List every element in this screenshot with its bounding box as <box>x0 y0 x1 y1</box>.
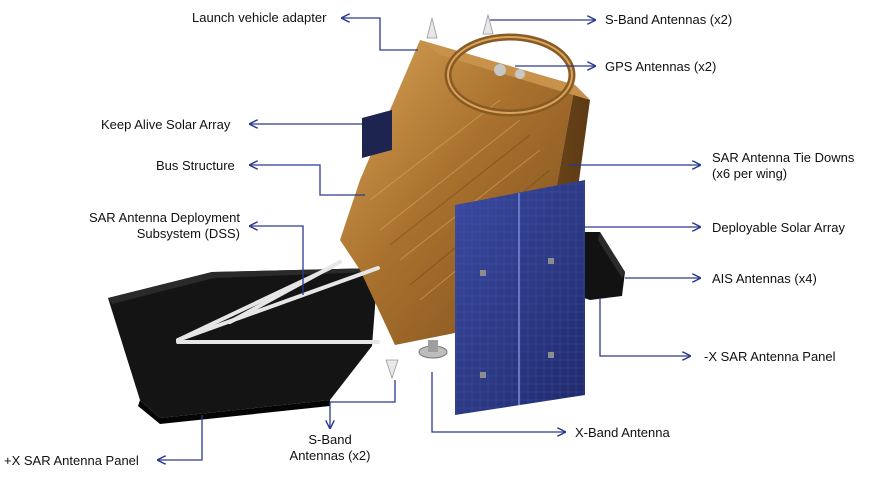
label-s-band-top: S-Band Antennas (x2) <box>605 12 733 27</box>
label-sar-dss-line2: Subsystem (DSS) <box>136 226 240 241</box>
gps-antenna-icons <box>494 64 525 79</box>
label-sar-tie-downs-line1: SAR Antenna Tie Downs <box>712 150 855 165</box>
leader-sar-dss <box>250 226 304 295</box>
leader-x-band-antenna <box>431 372 565 432</box>
label-bus-structure: Bus Structure <box>156 158 235 173</box>
plus-x-sar-antenna-panel <box>108 268 378 424</box>
label-sar-tie-downs-line2: (x6 per wing) <box>712 166 788 181</box>
label-launch-vehicle-adapter: Launch vehicle adapter <box>192 10 327 25</box>
sar-antenna-deployment-subsystem <box>176 260 380 344</box>
x-band-antenna <box>418 340 448 359</box>
label-gps-antennas: GPS Antennas (x2) <box>605 59 717 74</box>
s-band-antenna-bottom-icon <box>385 359 399 380</box>
label-minus-x-sar-panel: -X SAR Antenna Panel <box>704 349 836 364</box>
leader-lines <box>158 18 700 460</box>
keep-alive-solar-array <box>362 110 392 158</box>
label-ais-antennas: AIS Antennas (x4) <box>712 271 817 286</box>
s-band-antenna-top-icons <box>426 13 494 39</box>
deployable-solar-array <box>455 180 585 415</box>
label-s-band-bottom-line2: Antennas (x2) <box>289 448 371 463</box>
label-s-band-bottom: S-Band Antennas (x2) <box>280 432 380 464</box>
leader-s-band-bottom <box>330 380 396 428</box>
leader-bus-structure <box>250 165 365 196</box>
label-s-band-bottom-line1: S-Band <box>308 432 352 447</box>
leader-plus-x-sar-panel <box>158 415 203 460</box>
launch-vehicle-adapter <box>444 33 576 117</box>
label-x-band-antenna: X-Band Antenna <box>575 425 670 440</box>
label-sar-dss-line1: SAR Antenna Deployment <box>88 210 240 225</box>
label-plus-x-sar-panel: +X SAR Antenna Panel <box>4 453 139 468</box>
label-sar-tie-downs: SAR Antenna Tie Downs (x6 per wing) <box>712 150 854 182</box>
leader-minus-x-sar-panel <box>599 298 690 356</box>
leader-launch-vehicle-adapter <box>342 18 418 51</box>
label-keep-alive-solar-array: Keep Alive Solar Array <box>101 117 231 132</box>
label-deployable-solar-array: Deployable Solar Array <box>712 220 845 235</box>
label-sar-dss: SAR Antenna Deployment Subsystem (DSS) <box>78 210 240 242</box>
